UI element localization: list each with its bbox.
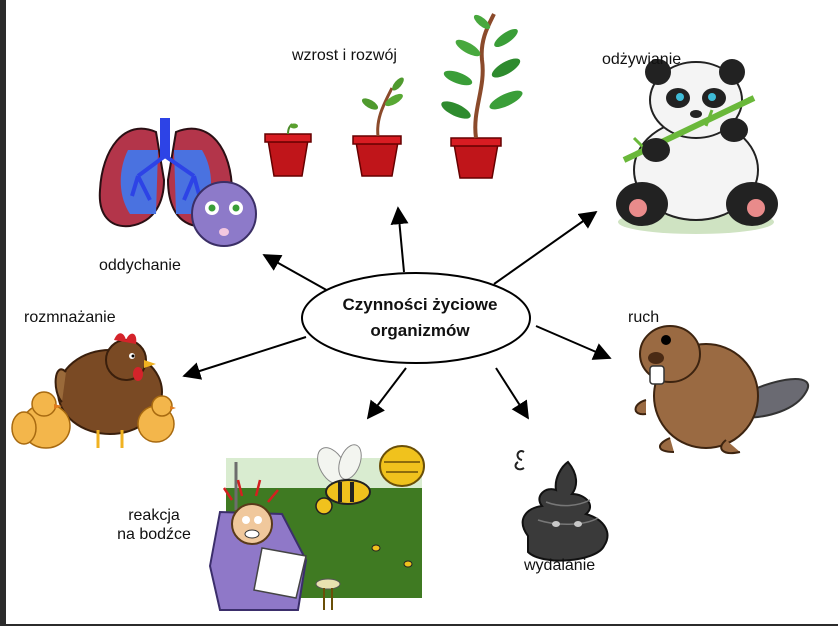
movement-label: ruch: [628, 309, 660, 326]
dung-icon: [514, 450, 609, 562]
breathing-label: oddychanie: [99, 257, 181, 274]
beaver-icon: [634, 325, 809, 454]
hen-with-chicks-icon: [11, 333, 176, 449]
arrow-growth: [390, 206, 409, 273]
startled-man-and-wasp-icon: [208, 444, 425, 611]
excretion-label: wydalanie: [524, 557, 596, 574]
arrow-reaction: [366, 367, 407, 420]
lungs-icon: [98, 118, 257, 247]
center-title-line1: Czynności życiowe: [342, 295, 498, 314]
reaction-label: reakcja na bodźce: [112, 506, 196, 544]
arrow-excretion: [495, 367, 529, 420]
panda-eating-bamboo-icon: [616, 59, 778, 234]
nutrition-label: odżywianie: [602, 51, 682, 68]
arrow-breathing: [262, 254, 331, 293]
arrow-movement: [535, 325, 612, 360]
arrow-nutrition: [493, 210, 598, 285]
diagram-canvas: Czynności życiowe organizmów wzrost i ro…: [6, 0, 838, 624]
growing-plants-icon: [264, 13, 523, 179]
reproduction-label: rozmnażanie: [24, 309, 116, 326]
center-title: Czynności życiowe organizmów: [302, 292, 538, 344]
center-ellipse: [301, 272, 531, 364]
reaction-label-line1: reakcja: [128, 507, 180, 524]
center-title-line2: organizmów: [370, 321, 470, 340]
growth-label: wzrost i rozwój: [292, 47, 397, 64]
reaction-label-line2: na bodźce: [117, 526, 191, 543]
diagram-svg: [11, 13, 809, 611]
arrow-reproduction: [182, 336, 307, 380]
